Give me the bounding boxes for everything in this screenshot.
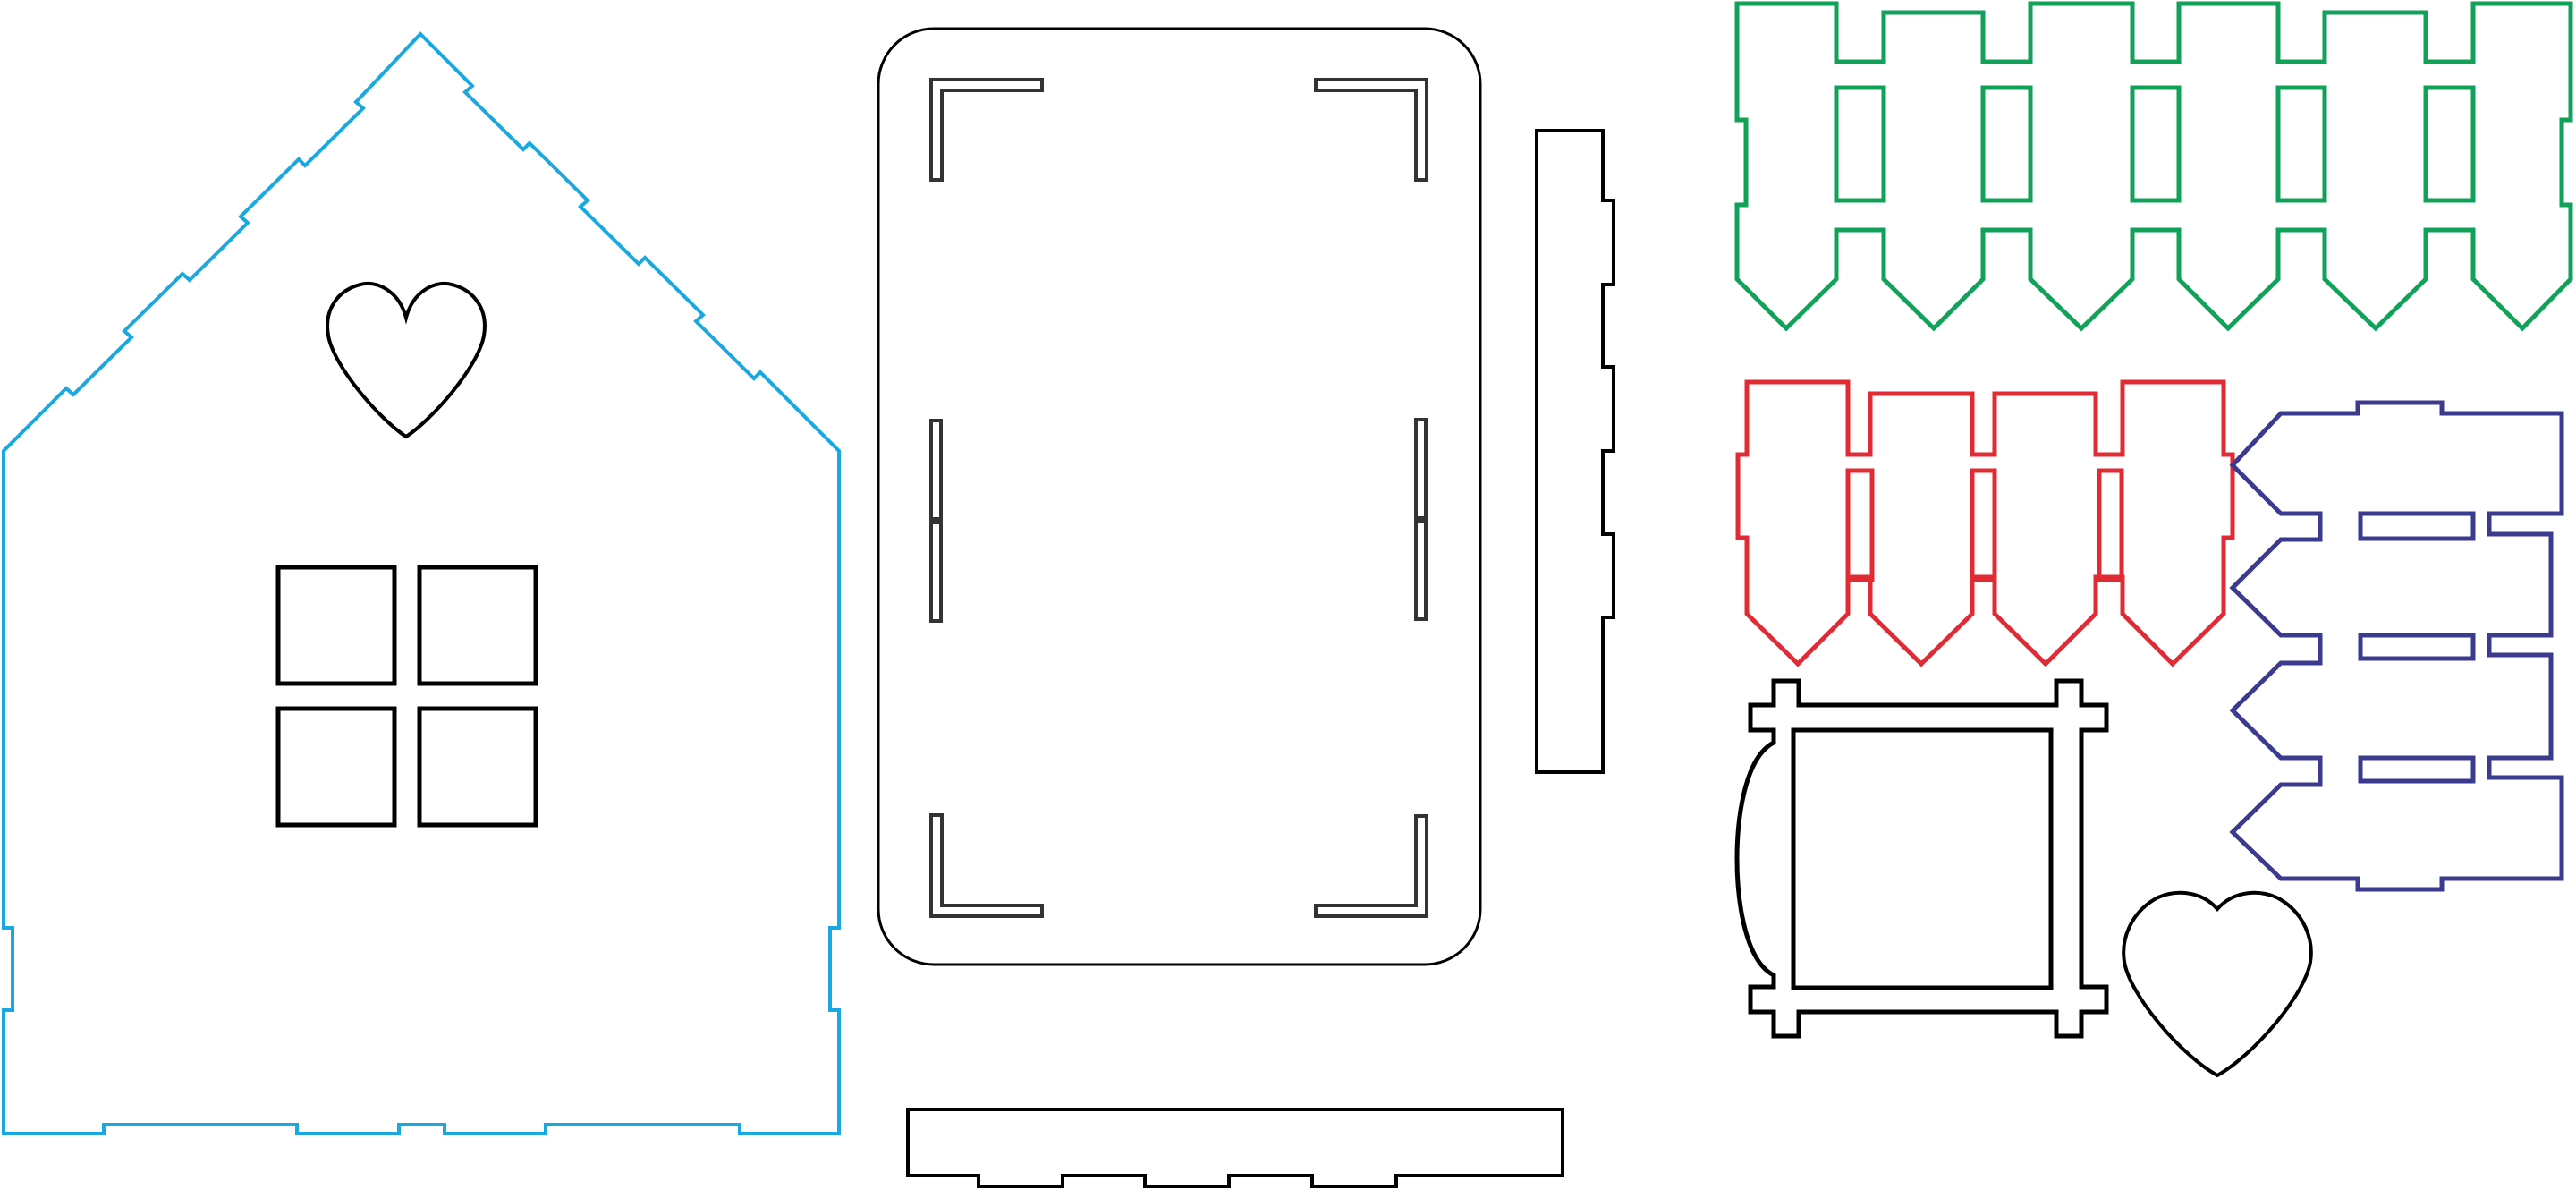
side-slot-left-upper xyxy=(929,419,943,521)
corner-slot-bottom-left xyxy=(929,813,1044,918)
fence-green-slot-4 xyxy=(2275,85,2327,203)
fence-green-outline xyxy=(1734,1,2573,332)
window-pane-top-left xyxy=(275,565,397,686)
fence-green-slot-1 xyxy=(1834,85,1886,203)
side-slot-left-lower xyxy=(929,521,943,623)
fence-red-outline xyxy=(1735,379,2235,667)
corner-slot-bottom-right xyxy=(1314,814,1428,918)
fence-red-piece xyxy=(1735,379,2235,667)
bottom-strip-horizontal-piece xyxy=(906,1108,1564,1188)
fence-green-piece xyxy=(1734,1,2573,332)
fence-blue-piece xyxy=(2229,400,2564,892)
fence-red-slot-1 xyxy=(1845,468,1875,582)
fence-blue-slot-1 xyxy=(2358,511,2476,541)
window-frame-opening xyxy=(1791,727,2054,990)
fence-green-slot-5 xyxy=(2423,85,2476,203)
fence-blue-slot-2 xyxy=(2358,633,2476,661)
base-plate-piece xyxy=(877,27,1482,966)
fence-red-slot-3 xyxy=(2097,468,2124,582)
window-frame-piece xyxy=(1734,678,2109,1039)
fence-green-slot-3 xyxy=(2130,85,2182,203)
fence-green-slot-2 xyxy=(1980,85,2033,203)
heart-piece-icon xyxy=(2122,890,2313,1078)
window-pane-top-right xyxy=(417,565,538,686)
house-outline xyxy=(2,31,841,1135)
fence-blue-outline xyxy=(2229,400,2564,892)
corner-slot-top-right xyxy=(1314,78,1428,182)
base-plate-outline xyxy=(877,27,1482,966)
window-frame-outline xyxy=(1734,678,2109,1039)
side-strip-vertical-piece xyxy=(1535,129,1615,774)
fence-blue-slot-3 xyxy=(2358,755,2476,784)
window-pane-bottom-left xyxy=(275,706,397,828)
fence-red-slot-2 xyxy=(1970,468,1997,582)
house-front-piece xyxy=(2,31,841,1135)
side-slot-right-lower xyxy=(1414,519,1428,621)
window-pane-bottom-right xyxy=(417,706,538,828)
heart-cutout-icon xyxy=(326,281,487,439)
corner-slot-top-left xyxy=(929,78,1044,182)
side-slot-right-upper xyxy=(1414,418,1428,520)
